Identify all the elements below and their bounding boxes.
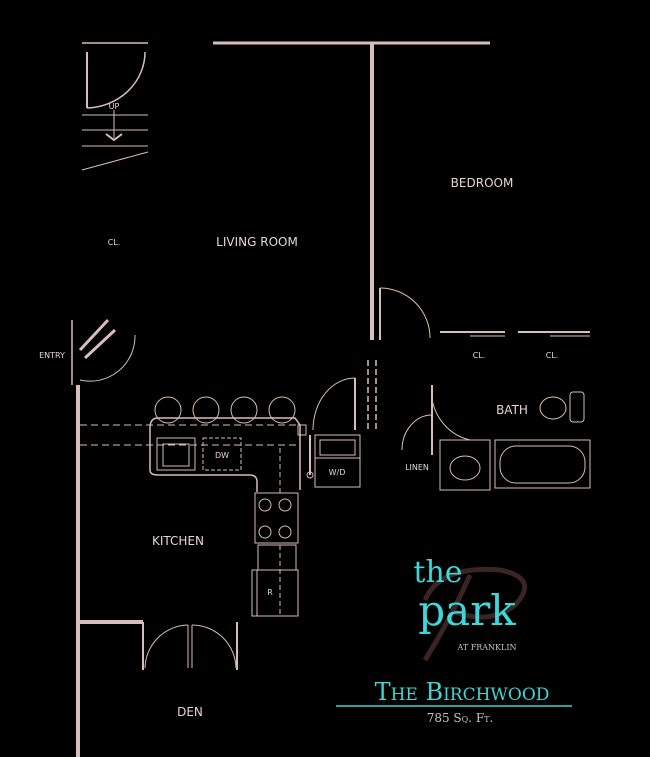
- room-label-den: DEN: [177, 705, 203, 719]
- plan-name: The Birchwood: [375, 678, 550, 706]
- logo-sub: AT FRANKLIN: [456, 643, 516, 652]
- exterior-walls: [71, 41, 490, 757]
- room-label-linen: LINEN: [405, 463, 429, 472]
- room-label-closet: CL.: [473, 351, 486, 360]
- kitchen-fixtures: [80, 396, 361, 617]
- bar-stool: [268, 396, 296, 424]
- logo-the: the: [413, 555, 462, 590]
- stairs: UP: [81, 51, 149, 171]
- bar-stool: [192, 396, 220, 424]
- plan-area: 785 Sq. Ft.: [427, 711, 494, 725]
- label-washer-dryer: W/D: [329, 468, 346, 477]
- room-label-kitchen: KITCHEN: [152, 534, 204, 548]
- dishwasher: [202, 437, 242, 471]
- stove: [254, 492, 299, 544]
- bathtub: [494, 439, 591, 489]
- sink: [439, 439, 491, 491]
- logo-watermark: [422, 566, 527, 662]
- entry-door: [78, 318, 110, 352]
- refrigerator: [251, 569, 299, 617]
- washer-dryer: [314, 434, 361, 488]
- label-dishwasher: DW: [215, 451, 229, 460]
- room-label-closet: CL.: [546, 351, 559, 360]
- room-label-bath: BATH: [496, 403, 528, 417]
- bar-stool: [230, 396, 258, 424]
- park-logo: the park AT FRANKLIN: [413, 555, 527, 662]
- room-label-entry: ENTRY: [39, 351, 65, 360]
- bar-stool: [154, 396, 182, 424]
- stairs-up-label: UP: [109, 102, 120, 111]
- room-label-bedroom: BEDROOM: [451, 176, 514, 190]
- room-label-closet: CL.: [108, 238, 121, 247]
- doors: [78, 287, 471, 669]
- bedroom-closets: [440, 331, 590, 337]
- label-refrigerator: R: [267, 588, 273, 597]
- bath-fixtures: [439, 391, 591, 491]
- logo-park: park: [418, 586, 516, 635]
- den-door-right: [191, 624, 237, 669]
- kitchen-sink: [156, 437, 196, 471]
- room-label-living-room: LIVING ROOM: [216, 235, 298, 249]
- den-door-left: [144, 624, 189, 669]
- toilet: [539, 396, 567, 420]
